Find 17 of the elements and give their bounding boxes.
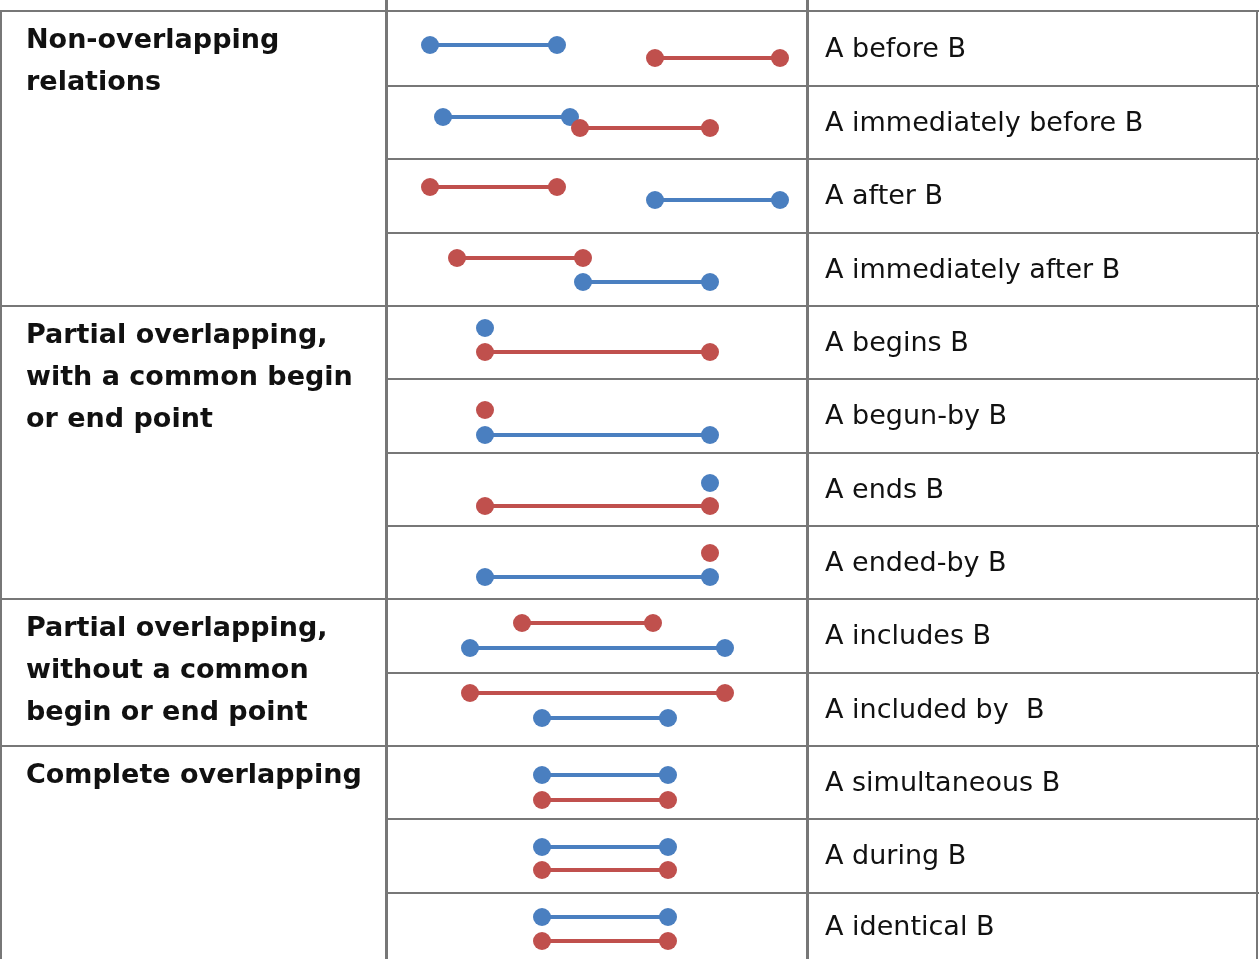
relation-label: A identical B [825,910,995,941]
category-label: Partial overlapping, with a common begin or end point [26,317,354,435]
relation-label: A begins B [825,326,969,357]
relation-label: A includes B [825,620,992,650]
category-label: Complete overlapping [26,757,363,791]
relation-label: A ended-by B [825,546,1007,577]
relation-label: A during B [825,840,967,870]
category-label: Non-overlapping relations [26,22,281,98]
relation-label: A before B [825,32,967,63]
relation-label: A included by B [825,693,1045,724]
relation-label: A after B [825,180,944,210]
category-label: Partial overlapping, without a common begin or end point [26,610,329,728]
relation-label: A begun-by B [825,400,1008,430]
relation-label: A immediately before B [825,106,1144,137]
relation-label: A ends B [825,473,945,504]
relation-label: A simultaneous B [825,766,1061,797]
relation-label: A immediately after B [825,253,1121,284]
